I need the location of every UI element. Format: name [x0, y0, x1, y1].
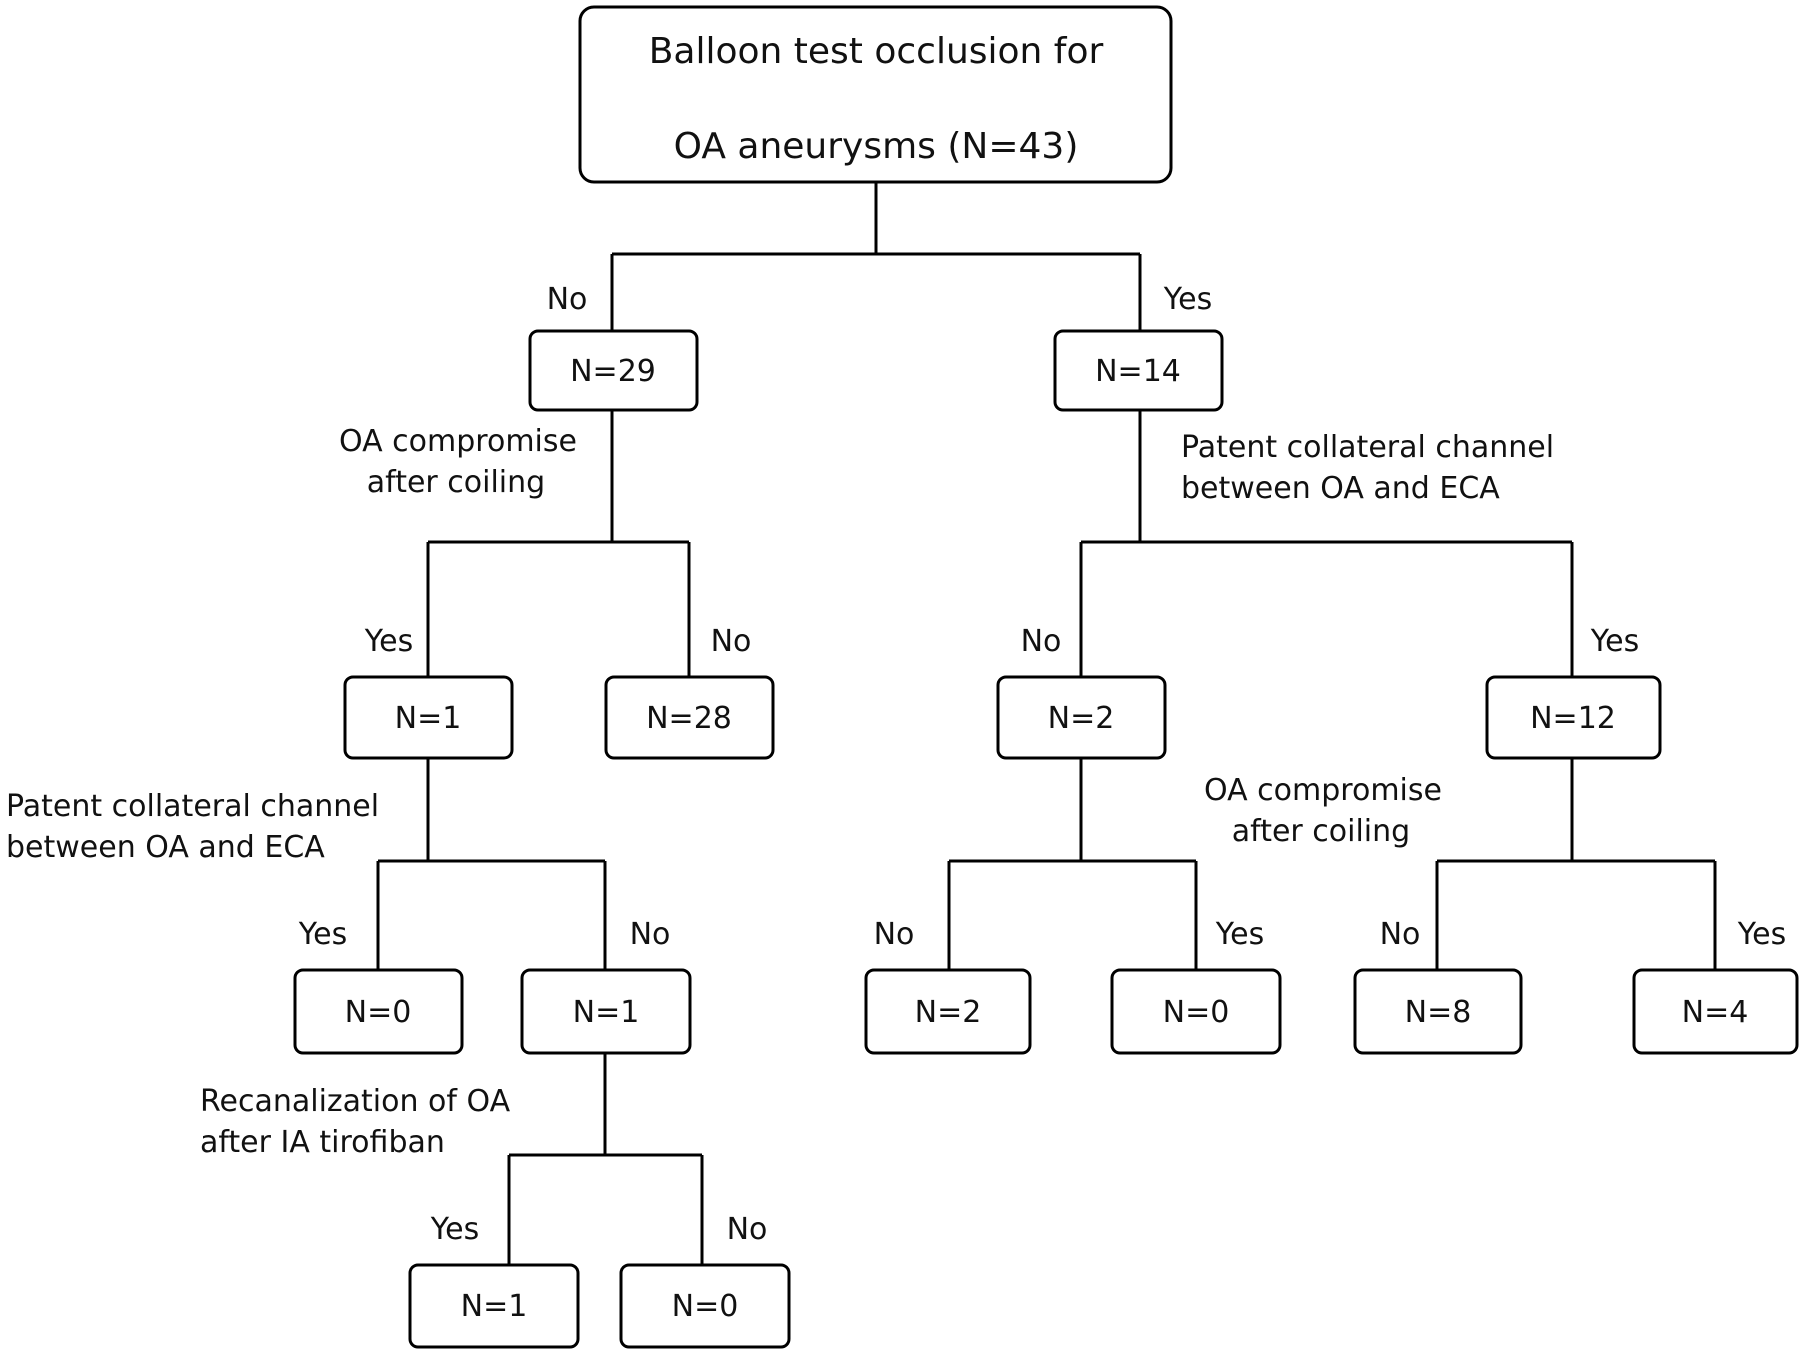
question-line: Patent collateral channel [6, 789, 379, 824]
node-n12: N=12 [1485, 675, 1662, 760]
branch-labels: No Yes Yes No No Yes Yes No No Yes No Ye… [298, 282, 1786, 1247]
node-n0c: N=0 [619, 1263, 791, 1349]
branch-label-n14-yes: Yes [1590, 624, 1639, 659]
node-n0b: N=0 [1110, 968, 1282, 1055]
node-n8-label: N=8 [1405, 995, 1472, 1030]
node-n29: N=29 [528, 329, 699, 412]
question-line: after coiling [367, 465, 545, 500]
branch-label-n12-yes: Yes [1737, 917, 1786, 952]
node-n2b-label: N=2 [915, 995, 982, 1030]
question-line: OA compromise [1204, 773, 1442, 808]
node-n28-label: N=28 [646, 701, 732, 736]
branch-label-n1a-yes: Yes [298, 917, 347, 952]
node-n1c-label: N=1 [461, 1289, 528, 1324]
node-n1a-label: N=1 [395, 701, 462, 736]
question-line: after IA tirofiban [200, 1125, 445, 1160]
question-oa-compromise-right: OA compromise after coiling [1204, 773, 1442, 849]
node-n2a-label: N=2 [1048, 701, 1115, 736]
node-n0a: N=0 [293, 968, 464, 1055]
branch-label-root-no: No [547, 282, 588, 317]
node-n29-label: N=29 [570, 354, 656, 389]
node-n4: N=4 [1632, 968, 1799, 1055]
question-line: between OA and ECA [1181, 471, 1500, 506]
node-n1b-label: N=1 [573, 995, 640, 1030]
branch-label-n1b-no: No [727, 1212, 768, 1247]
branch-label-n29-no: No [711, 624, 752, 659]
question-line: between OA and ECA [6, 830, 325, 865]
node-n8: N=8 [1353, 968, 1523, 1055]
question-line: Patent collateral channel [1181, 430, 1554, 465]
node-n0b-label: N=0 [1163, 995, 1230, 1030]
connectors [376, 182, 1717, 1265]
question-recanalization: Recanalization of OA after IA tirofiban [200, 1084, 511, 1160]
root-node: Balloon test occlusion for OA aneurysms … [578, 5, 1173, 184]
question-patent-left: Patent collateral channel between OA and… [6, 789, 379, 865]
branch-label-n29-yes: Yes [364, 624, 413, 659]
question-patent-right: Patent collateral channel between OA and… [1181, 430, 1554, 506]
branch-label-n2a-no: No [874, 917, 915, 952]
branch-label-n12-no: No [1380, 917, 1421, 952]
node-n14: N=14 [1053, 329, 1224, 412]
branch-label-n1b-yes: Yes [430, 1212, 479, 1247]
question-line: after coiling [1232, 814, 1410, 849]
question-line: OA compromise [339, 424, 577, 459]
question-line: Recanalization of OA [200, 1084, 511, 1119]
node-n1b: N=1 [520, 968, 692, 1055]
node-n1a: N=1 [343, 675, 514, 760]
node-n4-label: N=4 [1682, 995, 1749, 1030]
node-n0c-label: N=0 [672, 1289, 739, 1324]
root-title-line2: OA aneurysms (N=43) [674, 126, 1079, 167]
node-n1c: N=1 [408, 1263, 580, 1349]
question-oa-compromise-left: OA compromise after coiling [339, 424, 577, 500]
branch-label-n2a-yes: Yes [1215, 917, 1264, 952]
node-n14-label: N=14 [1095, 354, 1181, 389]
node-n2b: N=2 [864, 968, 1032, 1055]
node-n2a: N=2 [996, 675, 1167, 760]
node-n0a-label: N=0 [345, 995, 412, 1030]
branch-label-n1a-no: No [630, 917, 671, 952]
node-n28: N=28 [604, 675, 775, 760]
branch-label-n14-no: No [1021, 624, 1062, 659]
branch-label-root-yes: Yes [1163, 282, 1212, 317]
root-title-line1: Balloon test occlusion for [649, 31, 1104, 72]
node-n12-label: N=12 [1530, 701, 1616, 736]
